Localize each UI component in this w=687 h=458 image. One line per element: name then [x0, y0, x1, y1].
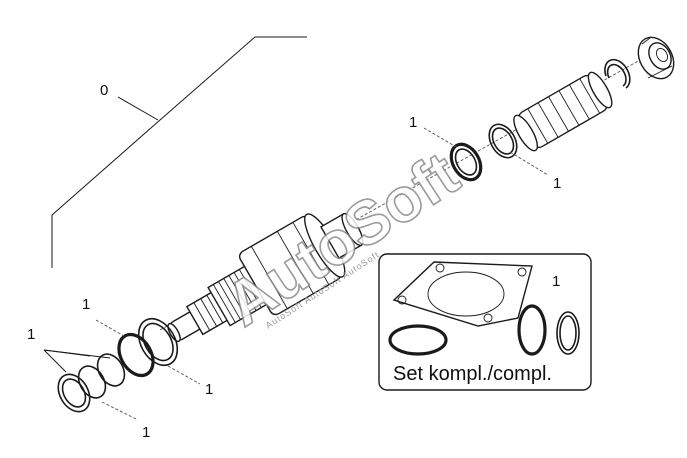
- flange-gasket: [392, 261, 533, 327]
- o-ring-2: [77, 365, 107, 399]
- seal-ring-upper: [449, 142, 483, 182]
- o-ring-upper: [488, 123, 518, 159]
- kit-inset-box: [378, 253, 592, 391]
- valve-body: [167, 212, 364, 343]
- seal-ring-thick: [117, 332, 155, 378]
- callout-left-bottom: 1: [142, 424, 150, 441]
- right-seal-set: [449, 123, 518, 182]
- o-ring-1: [57, 373, 91, 413]
- callout-left-lower: 1: [205, 381, 213, 398]
- callout-left-group: 1: [27, 326, 35, 343]
- left-ring-stack: [57, 317, 179, 413]
- callout-left-upper: 1: [82, 296, 90, 313]
- piston-spool: [513, 71, 613, 152]
- callout-leaders: [43, 127, 549, 421]
- kit-ring-a: [517, 304, 547, 356]
- callout-kit: 1: [552, 273, 560, 290]
- callout-top-seal: 1: [409, 114, 417, 131]
- assembly-bracket: [51, 36, 307, 268]
- kit-oval-ring: [388, 324, 448, 356]
- snap-ring: [604, 58, 631, 89]
- o-ring-3: [96, 353, 126, 387]
- backup-ring-large: [137, 317, 179, 367]
- kit-label: Set kompl./compl.: [393, 363, 552, 385]
- kit-ring-b: [556, 311, 580, 355]
- callout-assembly: 0: [100, 82, 108, 99]
- end-nut: [637, 36, 675, 80]
- callout-right-ring: 1: [553, 175, 561, 192]
